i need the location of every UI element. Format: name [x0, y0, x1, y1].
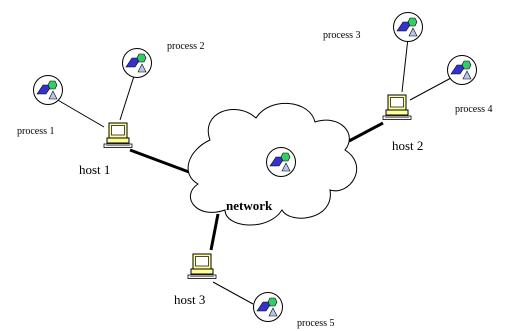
- process-4-label: process 4: [455, 104, 493, 115]
- process-3: [393, 12, 423, 42]
- process-4: [447, 55, 477, 85]
- process-2: [122, 48, 152, 78]
- process-3-label: process 3: [323, 30, 361, 41]
- computer-icon: [382, 94, 412, 120]
- link-process4-host2: [409, 77, 452, 101]
- link-process5-host3: [212, 281, 254, 305]
- host-1-label: host 1: [79, 162, 110, 177]
- link-host3-network: [209, 213, 220, 251]
- computer-icon: [187, 253, 217, 279]
- link-process1-host1: [55, 98, 105, 128]
- host-2: [382, 94, 412, 120]
- process-icon: [393, 12, 423, 42]
- process-icon: [253, 292, 283, 322]
- host-2-label: host 2: [392, 138, 423, 153]
- process-5: [253, 292, 283, 322]
- link-process2-host1: [119, 75, 135, 121]
- process-5-label: process 5: [297, 318, 335, 329]
- process-icon: [447, 55, 477, 85]
- network-label: network: [226, 198, 273, 213]
- host-1: [103, 122, 133, 148]
- network-process-icon: [266, 147, 296, 177]
- process-1: [33, 75, 63, 105]
- link-process3-host2: [401, 37, 409, 93]
- process-icon: [122, 48, 152, 78]
- host-3: [187, 253, 217, 279]
- host-3-label: host 3: [174, 292, 205, 307]
- process-icon: [33, 75, 63, 105]
- network-cloud: network: [187, 103, 358, 226]
- computer-icon: [103, 122, 133, 148]
- process-2-label: process 2: [167, 41, 205, 52]
- process-1-label: process 1: [17, 126, 55, 137]
- process-links: [55, 37, 452, 305]
